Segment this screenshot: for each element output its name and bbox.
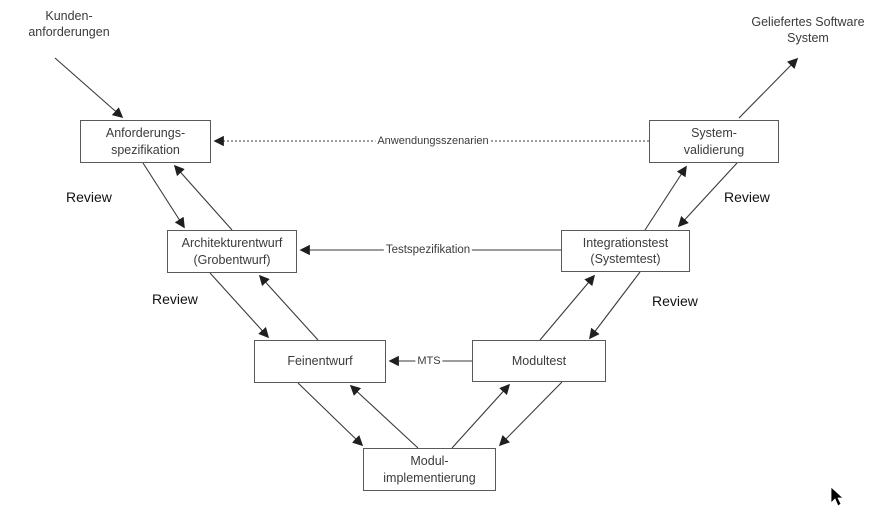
- label-review-left-mid: Review: [152, 291, 198, 307]
- arrow-review-up-feinentwurf-to-architektur: [258, 274, 319, 341]
- box-modulimplementierung-line1: Modul-: [410, 454, 449, 469]
- mouse-cursor: [830, 486, 845, 507]
- box-feinentwurf-line1: Feinentwurf: [287, 354, 353, 369]
- arrow-review-up-modulimplementierung-to-feinentwurf: [349, 384, 419, 449]
- box-architekturentwurf-line2: (Grobentwurf): [193, 252, 271, 267]
- label-geliefertes-line1: Geliefertes Software: [751, 15, 865, 29]
- box-anforderungsspezifikation-line2: spezifikation: [111, 142, 180, 157]
- box-integrationstest-line1: Integrationstest: [582, 235, 669, 250]
- arrow-review-down-modultest-to-modulimplementierung: [498, 381, 563, 447]
- box-modulimplementierung-line2: implementierung: [383, 470, 476, 485]
- label-kundenanforderungen-line2: anforderungen: [28, 25, 110, 40]
- box-systemvalidierung-line1: System-: [691, 126, 737, 141]
- box-integrationstest: Integrationstest (Systemtest): [561, 230, 690, 272]
- box-systemvalidierung-line2: validierung: [683, 142, 745, 157]
- label-geliefertes-line2: System: [787, 31, 829, 46]
- box-modultest-line1: Modultest: [511, 353, 567, 368]
- arrow-up-modultest-to-integrationstest: [539, 274, 596, 341]
- box-modulimplementierung: Modul- implementierung: [363, 448, 496, 491]
- arrow-up-modulimplementierung-to-modultest: [451, 383, 511, 449]
- label-review-left-top: Review: [66, 189, 112, 205]
- label-kundenanforderungen-line1: Kunden-: [45, 9, 93, 23]
- arrow-review-down-systemvalidierung-to-integrationstest: [677, 162, 738, 228]
- label-review-right-top: Review: [724, 189, 770, 205]
- arrow-down-feinentwurf-to-modulimplementierung: [297, 382, 364, 447]
- box-feinentwurf: Feinentwurf: [254, 340, 386, 383]
- box-anforderungsspezifikation: Anforderungs- spezifikation: [80, 120, 211, 163]
- box-modultest: Modultest: [472, 340, 606, 382]
- arrow-down-anforderung-to-architektur: [142, 162, 185, 229]
- arrow-systemvalidierung-to-geliefertes-system: [738, 57, 799, 119]
- arrow-review-up-architektur-to-anforderung: [173, 164, 233, 231]
- label-anwendungsszenarien: Anwendungsszenarien: [375, 135, 491, 147]
- arrow-down-architektur-to-feinentwurf: [209, 272, 270, 339]
- label-review-right-mid: Review: [652, 293, 698, 309]
- arrow-up-integrationstest-to-systemvalidierung: [644, 165, 687, 231]
- box-systemvalidierung: System- validierung: [649, 120, 779, 163]
- box-anforderungsspezifikation-line1: Anforderungs-: [105, 126, 186, 141]
- label-geliefertes-software-system: Geliefertes Software System: [738, 14, 878, 47]
- arrow-kundenanforderungen-to-anforderungsspezifikation: [54, 57, 124, 119]
- label-kundenanforderungen: Kunden- anforderungen: [5, 8, 133, 41]
- box-architekturentwurf-line1: Architekturentwurf: [181, 236, 283, 251]
- arrow-review-down-integrationstest-to-modultest: [589, 271, 641, 340]
- label-mts: MTS: [415, 355, 443, 367]
- box-integrationstest-line2: (Systemtest): [590, 252, 661, 266]
- label-testspezifikation: Testspezifikation: [383, 244, 473, 256]
- box-architekturentwurf: Architekturentwurf (Grobentwurf): [167, 230, 297, 273]
